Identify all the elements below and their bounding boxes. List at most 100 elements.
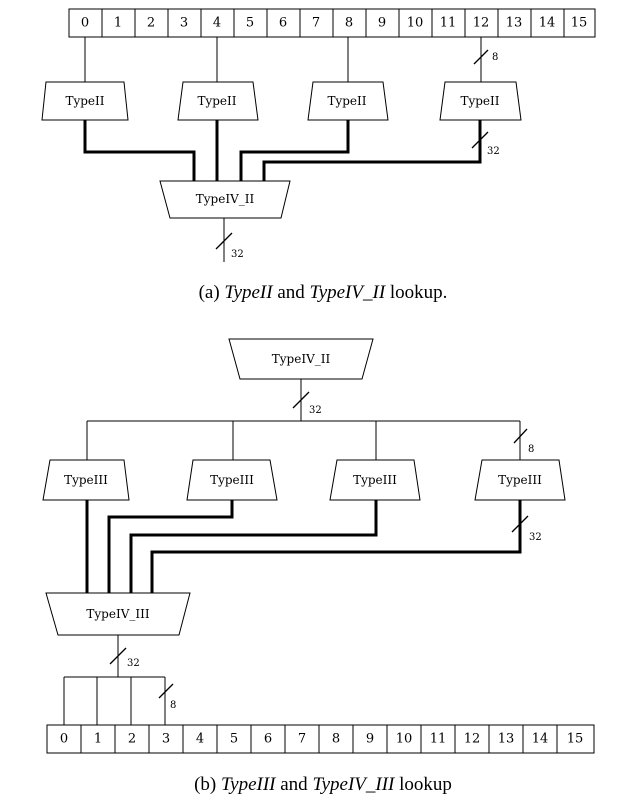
top-byte-cell-13: [497, 8, 532, 38]
top-width-label-in: 8: [492, 52, 498, 63]
typeii-box-label: TypeII: [197, 94, 236, 108]
typeii-box-shape: [439, 81, 522, 121]
top-byte-cell-2: [134, 8, 169, 38]
bottom-byte-label: 14: [532, 732, 549, 747]
bottom-byte-label: 11: [430, 732, 447, 747]
top-byte-label: 1: [114, 16, 122, 31]
bottom-byte-label: 2: [128, 732, 136, 747]
bottom-byte-label: 1: [94, 732, 102, 747]
typeii-box-shape: [41, 81, 129, 121]
bottom-byte-label: 0: [60, 732, 68, 747]
bottom-typeiv-iii-box: TypeIV_III: [45, 592, 191, 636]
top-byte-label: 15: [571, 16, 588, 31]
bottom-typeiii-box-2: TypeIII: [329, 459, 421, 501]
top-byte-cell-11: [431, 8, 466, 38]
typeiii-box-shape: [42, 459, 130, 501]
top-width-slash-out: [215, 232, 233, 250]
top-byte-label: 14: [539, 16, 556, 31]
bottom-width-slash-source: [292, 391, 310, 409]
caption-b: (b) TypeIII and TypeIV_III lookup: [194, 774, 452, 795]
top-byte-cell-6: [266, 8, 301, 38]
bottom-width-slash-mid: [511, 515, 529, 533]
bottom-byte-label: 6: [264, 732, 272, 747]
top-width-slash-in: [473, 49, 489, 65]
typeiv-iii-box-label: TypeIV_III: [86, 607, 149, 621]
typeii-box-label: TypeII: [327, 94, 366, 108]
bottom-byte-cell-7: [284, 724, 320, 754]
typeii-box-label: TypeII: [65, 94, 104, 108]
bottom-width-label-source: 32: [309, 405, 322, 416]
typeiv-ii-box-shape: [228, 338, 374, 380]
top-byte-label: 8: [345, 16, 353, 31]
typeiv-ii-box-label: TypeIV_II: [196, 192, 255, 206]
top-width-label-out: 32: [231, 249, 244, 260]
bottom-width-slash-merge-out: [109, 647, 127, 665]
top-byte-cell-5: [233, 8, 268, 38]
bottom-typeiii-box-0: TypeIII: [42, 459, 130, 501]
top-byte-label: 0: [81, 16, 89, 31]
top-byte-label: 3: [180, 16, 188, 31]
top-width-slash-mid: [471, 131, 489, 149]
top-byte-cell-8: [332, 8, 367, 38]
bottom-width-label-merge-out: 32: [127, 658, 140, 669]
bottom-byte-label: 12: [464, 732, 481, 747]
top-byte-cell-9: [365, 8, 400, 38]
bottom-byte-label: 5: [230, 732, 238, 747]
bottom-byte-cell-8: [318, 724, 354, 754]
top-width-label-mid: 32: [487, 146, 500, 157]
top-route-wire-0: [83, 120, 196, 181]
typeiii-box-shape: [474, 459, 566, 501]
bottom-route-wire-1: [107, 500, 234, 593]
typeiii-box-label: TypeIII: [498, 473, 542, 487]
top-byte-label: 5: [246, 16, 254, 31]
top-byte-label: 13: [506, 16, 523, 31]
bottom-byte-cell-10: [386, 724, 422, 754]
bottom-byte-cell-6: [250, 724, 286, 754]
typeiv-ii-box-label: TypeIV_II: [272, 352, 331, 366]
top-byte-label: 6: [279, 16, 287, 31]
bottom-typeiii-box-1: TypeIII: [186, 459, 278, 501]
top-route-wire-2: [239, 120, 350, 181]
bottom-byte-label: 3: [162, 732, 170, 747]
top-byte-label: 2: [147, 16, 155, 31]
top-byte-label: 10: [407, 16, 424, 31]
typeiii-box-shape: [186, 459, 278, 501]
typeiv-iii-box-shape: [45, 592, 191, 636]
top-byte-register: 0 1 2 3 4 5 6 7 8 9 10 11 12 13 14 15: [68, 8, 596, 38]
bottom-width-slash-reg: [158, 683, 174, 699]
top-byte-label: 9: [378, 16, 386, 31]
bottom-byte-label: 15: [567, 732, 584, 747]
bottom-byte-label: 4: [196, 732, 204, 747]
bottom-byte-cell-4: [182, 724, 218, 754]
top-typeii-box-3: TypeII: [439, 81, 522, 121]
bottom-typeiv-ii-box: TypeIV_II: [228, 338, 374, 380]
typeiii-box-shape: [329, 459, 421, 501]
bottom-byte-cell-1: [80, 724, 116, 754]
top-typeii-box-0: TypeII: [41, 81, 129, 121]
bottom-byte-cell-5: [216, 724, 252, 754]
bottom-byte-label: 7: [298, 732, 306, 747]
top-byte-label: 12: [473, 16, 490, 31]
caption-a: (a) TypeII and TypeIV_II lookup.: [199, 282, 448, 303]
typeiii-box-label: TypeIII: [210, 473, 254, 487]
bottom-width-label-reg: 8: [170, 700, 176, 711]
top-byte-label: 7: [312, 16, 320, 31]
top-byte-cell-1: [101, 8, 136, 38]
top-route-wire-3: [262, 120, 482, 181]
bottom-byte-label: 8: [332, 732, 340, 747]
top-typeii-box-2: TypeII: [307, 81, 389, 121]
top-byte-cell-7: [299, 8, 334, 38]
top-typeii-box-1: TypeII: [177, 81, 259, 121]
typeii-box-shape: [307, 81, 389, 121]
top-byte-cell-15: [563, 8, 596, 38]
typeiv-ii-box-shape: [159, 180, 291, 219]
top-byte-label: 4: [213, 16, 221, 31]
bottom-byte-cell-11: [420, 724, 456, 754]
bottom-byte-cell-12: [454, 724, 490, 754]
bottom-width-label-in: 8: [528, 444, 534, 455]
typeiii-box-label: TypeIII: [353, 473, 397, 487]
bottom-byte-cell-15: [556, 724, 595, 754]
bottom-byte-label: 13: [498, 732, 515, 747]
bottom-byte-register: 0 1 2 3 4 5 6 7 8 9 10 11 12 13 14 15: [46, 724, 595, 754]
